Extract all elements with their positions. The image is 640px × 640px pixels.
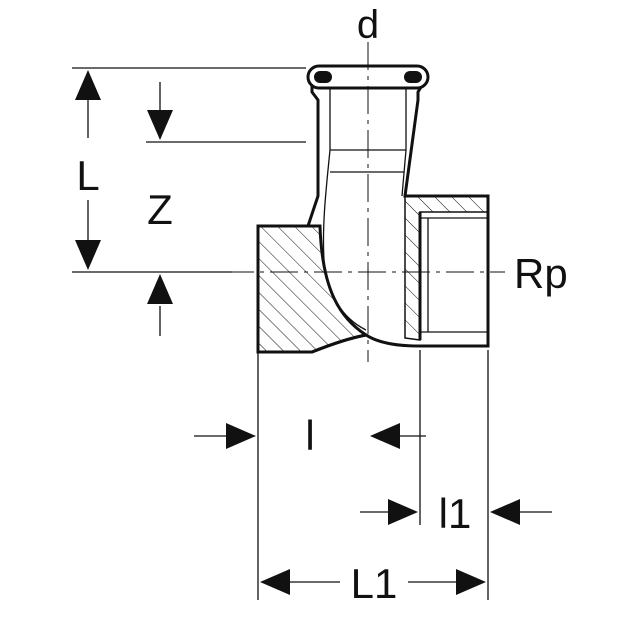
dimension-L1	[260, 569, 486, 595]
extension-lines	[257, 332, 489, 600]
o-ring-left	[314, 71, 332, 83]
label-l1: l1	[439, 490, 472, 537]
socket-bore	[322, 88, 367, 331]
centerlines	[226, 42, 505, 362]
outer-contour	[256, 81, 490, 354]
left-boss-section	[256, 224, 370, 354]
label-L1: L1	[351, 560, 398, 607]
dimension-L	[72, 67, 306, 273]
fitting-body	[256, 64, 490, 354]
label-Rp: Rp	[514, 250, 568, 297]
label-L: L	[76, 152, 99, 199]
o-ring-right	[404, 71, 422, 83]
dimension-l	[194, 423, 426, 449]
dimension-l1	[360, 499, 552, 525]
socket-bore-right	[401, 88, 407, 197]
label-l: l	[305, 412, 314, 459]
label-d: d	[357, 3, 379, 47]
dimension-Z	[146, 82, 306, 336]
threaded-outlet	[418, 212, 488, 340]
label-Z: Z	[147, 186, 173, 233]
